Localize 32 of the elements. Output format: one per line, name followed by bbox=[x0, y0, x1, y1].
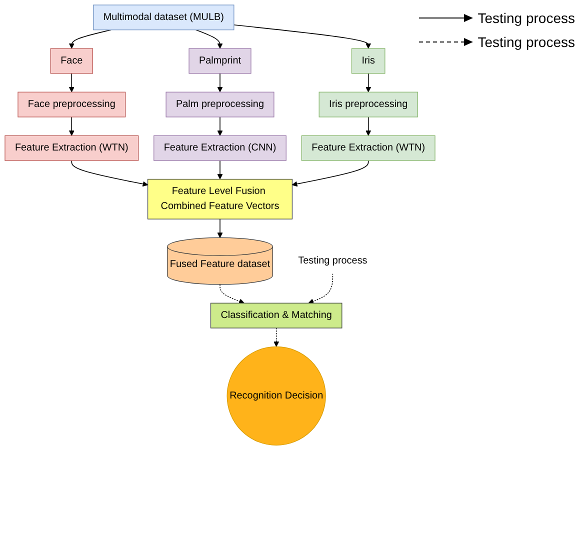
legend-text: Testing process bbox=[478, 34, 575, 50]
arrow bbox=[68, 116, 74, 136]
arrow bbox=[217, 116, 223, 136]
database-cylinder: Fused Feature dataset bbox=[167, 237, 273, 285]
process-box: Face bbox=[50, 48, 93, 74]
process-box: Face preprocessing bbox=[18, 92, 126, 118]
arrow bbox=[217, 73, 223, 92]
decision-circle: Recognition Decision bbox=[226, 346, 326, 446]
process-box: Palmprint bbox=[188, 48, 252, 74]
arrow bbox=[195, 29, 223, 49]
process-box: Multimodal dataset (MULB) bbox=[93, 4, 234, 30]
arrow bbox=[308, 273, 334, 304]
process-box: Feature Extraction (CNN) bbox=[154, 135, 286, 161]
process-box: Iris bbox=[351, 48, 386, 74]
arrow bbox=[217, 160, 223, 180]
process-box: Classification & Matching bbox=[210, 302, 342, 328]
arrow bbox=[71, 160, 148, 187]
legend-text: Testing process bbox=[478, 10, 575, 26]
arrow bbox=[274, 328, 280, 347]
process-box: Feature Level Fusion Combined Feature Vectors bbox=[148, 178, 292, 220]
arrow bbox=[220, 284, 244, 304]
arrow bbox=[366, 116, 372, 136]
process-box: Feature Extraction (WTN) bbox=[301, 135, 436, 161]
arrow bbox=[68, 29, 112, 49]
arrow bbox=[234, 24, 372, 49]
process-box: Feature Extraction (WTN) bbox=[4, 135, 139, 161]
process-box: Palm preprocessing bbox=[166, 92, 274, 118]
arrow bbox=[366, 73, 372, 92]
arrow bbox=[217, 218, 223, 238]
arrow bbox=[68, 73, 74, 92]
process-box: Iris preprocessing bbox=[318, 92, 418, 118]
arrow bbox=[292, 160, 369, 187]
